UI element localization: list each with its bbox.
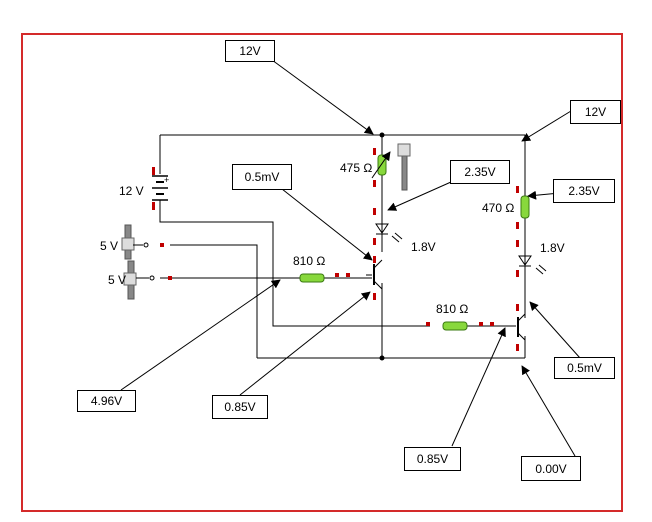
callout-left-led: 2.35V bbox=[450, 160, 510, 184]
resistor-810-left-label: 810 Ω bbox=[293, 254, 325, 268]
terminal bbox=[479, 322, 483, 326]
junction-dot bbox=[379, 355, 385, 361]
led-right bbox=[518, 255, 547, 275]
input-switch-1[interactable] bbox=[121, 224, 164, 260]
potentiometer-slider[interactable] bbox=[397, 143, 411, 191]
terminal bbox=[426, 322, 430, 326]
transistor-left bbox=[366, 259, 383, 290]
callout-left-collector: 0.85V bbox=[212, 395, 268, 419]
callout-top-rail-left: 12V bbox=[225, 40, 275, 62]
resistor-475-label: 475 Ω bbox=[340, 161, 372, 175]
resistor-810-left bbox=[299, 273, 325, 283]
terminal bbox=[335, 273, 339, 277]
input-switch-1-label: 5 V bbox=[100, 239, 118, 253]
resistor-arrow bbox=[371, 151, 391, 179]
callout-top-rail-right: 12V bbox=[570, 100, 621, 124]
terminal bbox=[346, 273, 350, 277]
right-column-terminals bbox=[516, 186, 519, 351]
battery-symbol bbox=[152, 175, 168, 201]
callout-right-led: 2.35V bbox=[553, 179, 615, 203]
resistor-810-right bbox=[442, 321, 468, 331]
resistor-810-right-label: 810 Ω bbox=[436, 302, 468, 316]
diagram-frame bbox=[21, 33, 623, 512]
led-left-label: 1.8V bbox=[411, 240, 436, 254]
callout-right-base: 0.5mV bbox=[554, 357, 615, 379]
led-right-label: 1.8V bbox=[540, 241, 565, 255]
resistor-470-label: 470 Ω bbox=[482, 201, 514, 215]
battery-label: 12 V bbox=[119, 184, 144, 198]
input-switch-2-label: 5 V bbox=[108, 273, 126, 287]
battery-plus-sign: + bbox=[164, 175, 169, 185]
callout-left-base: 0.5mV bbox=[232, 164, 292, 190]
battery-terminal bbox=[152, 202, 155, 210]
terminal bbox=[490, 322, 494, 326]
callout-arrows bbox=[120, 59, 581, 457]
callout-ground: 0.00V bbox=[521, 456, 581, 481]
callout-right-collector: 0.85V bbox=[404, 447, 461, 471]
resistor-475 bbox=[377, 154, 387, 176]
junction-dot bbox=[379, 132, 385, 138]
resistor-470 bbox=[520, 195, 530, 219]
input-switch-2[interactable] bbox=[123, 260, 172, 300]
callout-input: 4.96V bbox=[77, 390, 136, 412]
left-column-terminals bbox=[373, 148, 376, 300]
battery-terminal bbox=[152, 167, 155, 175]
transistor-right bbox=[510, 313, 526, 341]
led-left bbox=[375, 223, 403, 243]
